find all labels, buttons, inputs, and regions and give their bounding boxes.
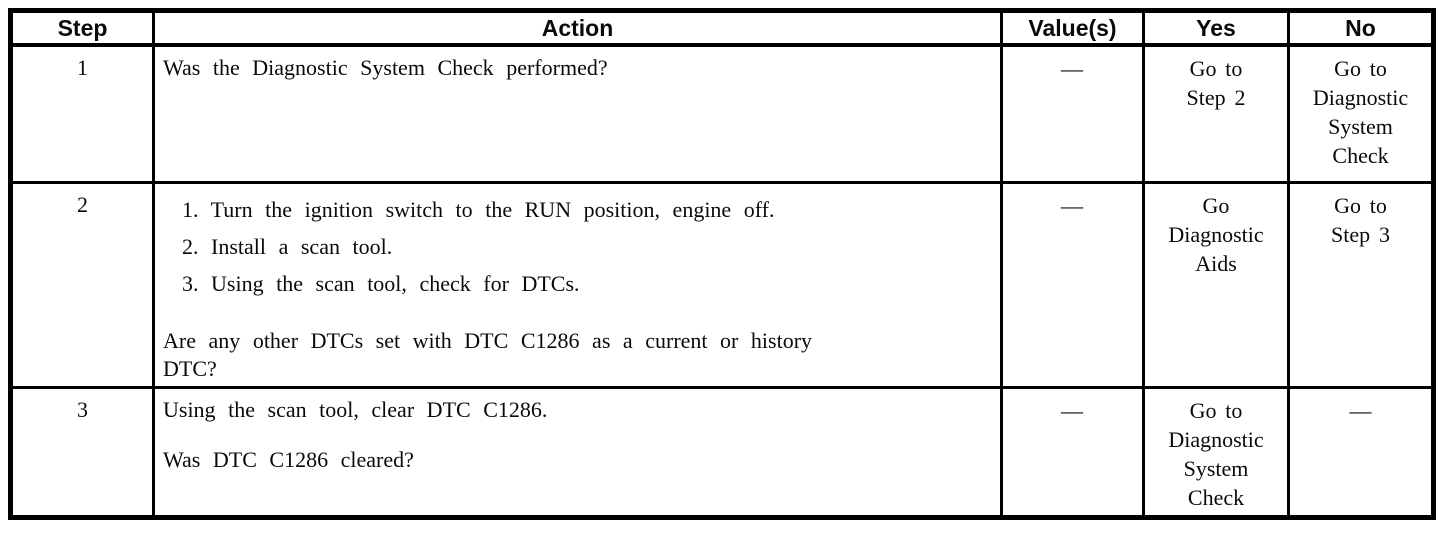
action-list-item: 3. Using the scan tool, check for DTCs.: [182, 271, 580, 296]
yes-cell: Go to Diagnostic System Check: [1142, 389, 1287, 515]
action-cell: Was the Diagnostic System Check performe…: [152, 47, 1000, 181]
action-question: Was DTC C1286 cleared?: [163, 447, 414, 472]
step-number: 2: [77, 192, 88, 217]
diagnostic-table: Step Action Value(s) Yes No 1 Was the Di…: [8, 8, 1436, 520]
column-header-values: Value(s): [1000, 13, 1142, 43]
values-cell: —: [1000, 389, 1142, 515]
action-list-item: 2. Install a scan tool.: [182, 234, 393, 259]
column-header-no: No: [1287, 13, 1431, 43]
column-header-step: Step: [57, 15, 108, 41]
table-row: 2 1. Turn the ignition switch to the RUN…: [13, 181, 1431, 386]
step-number: 1: [77, 55, 88, 80]
no-cell: Go to Step 3: [1287, 184, 1431, 386]
table-row: 3 Using the scan tool, clear DTC C1286. …: [13, 386, 1431, 515]
column-header-yes: Yes: [1142, 13, 1287, 43]
action-cell: 1. Turn the ignition switch to the RUN p…: [152, 184, 1000, 386]
no-cell: Go to Diagnostic System Check: [1287, 47, 1431, 181]
table-header-row: Step Action Value(s) Yes No: [13, 13, 1431, 47]
values-cell: —: [1000, 47, 1142, 181]
action-cell: Using the scan tool, clear DTC C1286. Wa…: [152, 389, 1000, 515]
action-list-item: 1. Turn the ignition switch to the RUN p…: [182, 197, 775, 222]
yes-cell: Go Diagnostic Aids: [1142, 184, 1287, 386]
action-numbered-list: 1. Turn the ignition switch to the RUN p…: [182, 191, 990, 302]
action-question: Are any other DTCs set with DTC C1286 as…: [163, 328, 813, 381]
no-cell: —: [1287, 389, 1431, 515]
values-cell: —: [1000, 184, 1142, 386]
action-question: Was the Diagnostic System Check performe…: [163, 55, 608, 80]
step-number: 3: [77, 397, 88, 422]
table-row: 1 Was the Diagnostic System Check perfor…: [13, 47, 1431, 181]
column-header-action: Action: [152, 13, 1000, 43]
yes-cell: Go to Step 2: [1142, 47, 1287, 181]
action-statement: Using the scan tool, clear DTC C1286.: [163, 397, 548, 422]
